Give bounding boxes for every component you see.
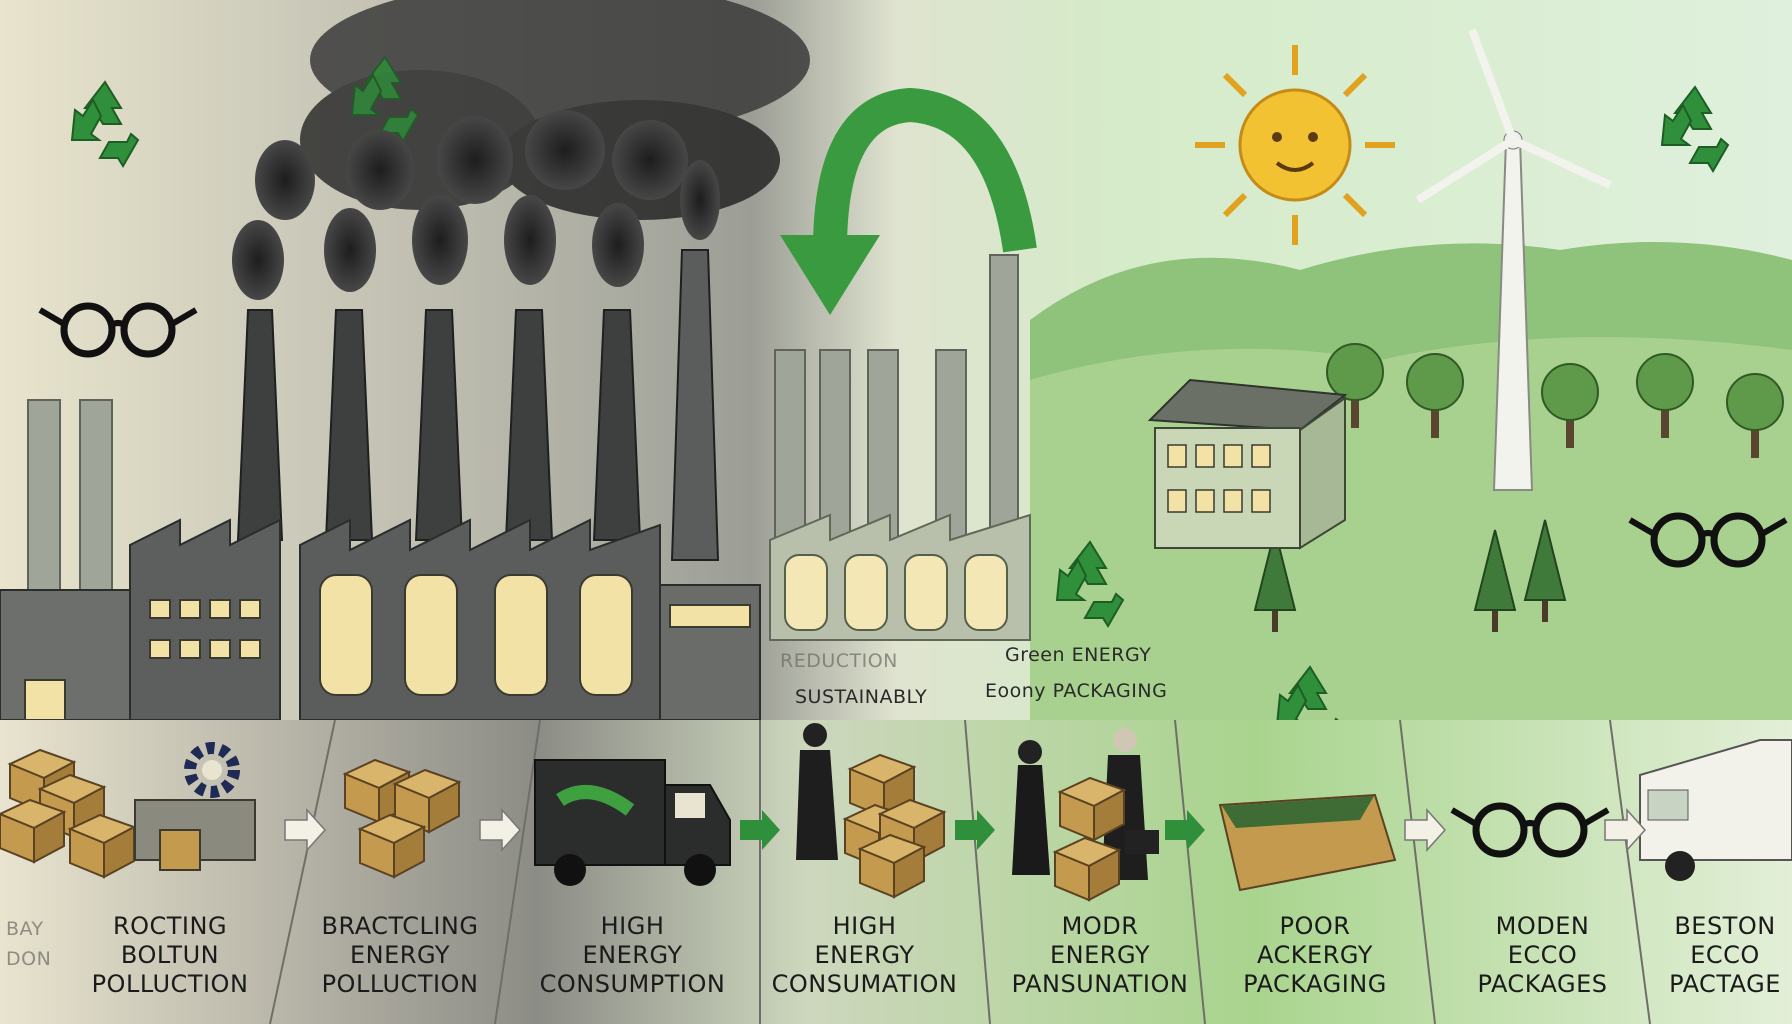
machine-1 — [134, 799, 256, 871]
factory-middle — [769, 513, 1031, 641]
van-icon — [1639, 739, 1792, 881]
green-energy-caption: Green ENERGY — [1005, 644, 1152, 666]
eco-packaging-caption: Eoony PACKAGING — [985, 680, 1168, 702]
truck-icon — [534, 759, 731, 886]
smokestacks — [236, 249, 720, 561]
smoke-plumes — [232, 110, 720, 300]
open-box — [1218, 793, 1397, 892]
curved-arrow-icon — [780, 87, 1037, 315]
reduction-caption: REDUCTION — [780, 650, 898, 672]
wind-turbine-icon — [1415, 28, 1612, 491]
sun-icon — [1195, 45, 1395, 245]
gear-icon — [184, 742, 240, 798]
eco-building — [1147, 378, 1348, 550]
sustainably-caption: SUSTAINABLY — [795, 686, 928, 708]
panel-dividers — [269, 719, 1651, 1024]
handover-scene-2 — [1012, 728, 1159, 901]
left-caption-1: BAY — [6, 918, 44, 940]
factory-left — [0, 518, 761, 721]
handover-scene-1 — [796, 723, 945, 898]
left-caption-2: DON — [6, 948, 52, 970]
